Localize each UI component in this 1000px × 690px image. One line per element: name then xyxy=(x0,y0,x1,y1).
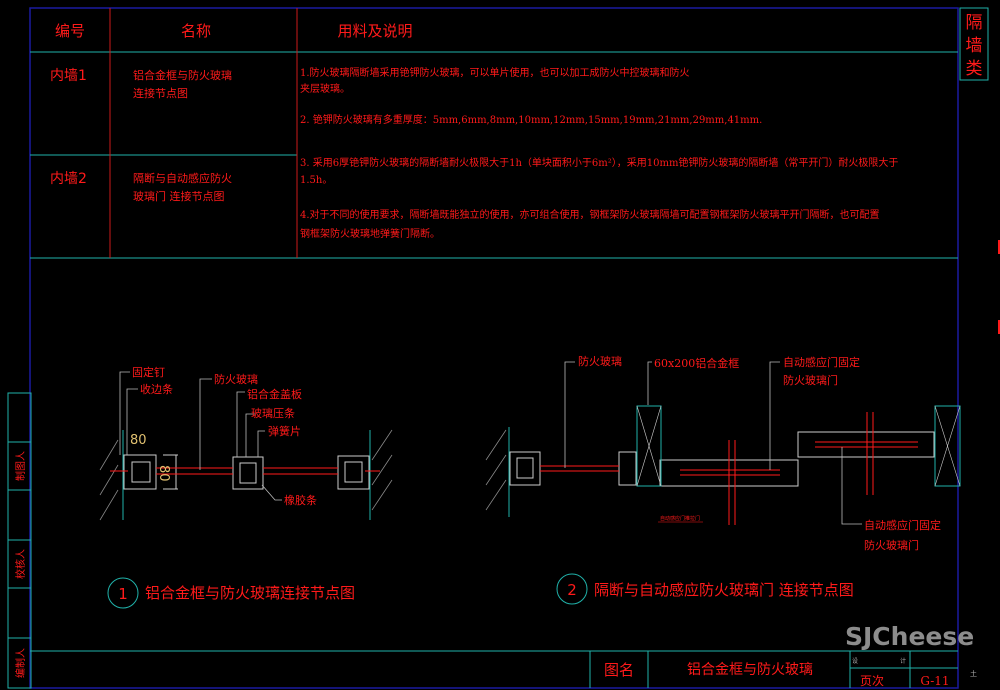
label-fixing-nail: 固定钉 xyxy=(132,365,165,379)
notes: 1.防火玻璃隔断墙采用铯钾防火玻璃，可以单片使用，也可以加工成防火中控玻璃和防火… xyxy=(300,66,898,240)
label-alu-cover: 铝合金盖板 xyxy=(247,387,302,401)
label-fire-glass-door: 防火玻璃门 xyxy=(783,373,838,387)
category-tab-text: 隔 墙 类 xyxy=(966,13,983,79)
sidebar-checker: 校核人 xyxy=(14,549,27,579)
svg-text:夹层玻璃。: 夹层玻璃。 xyxy=(300,82,350,95)
label-fire-glass-door-2: 防火玻璃门 xyxy=(864,538,919,552)
label-fire-glass: 防火玻璃 xyxy=(214,372,258,386)
row-1-name: 连接节点图 xyxy=(133,87,188,100)
sidebar-compiler: 编制人 xyxy=(14,648,27,678)
detail-2-number: 2 xyxy=(567,581,577,599)
category-tab xyxy=(959,7,989,81)
row-2-name: 隔断与自动感应防火 xyxy=(133,171,232,185)
label-auto-door-fixed: 自动感应门固定 xyxy=(783,355,860,369)
dimension-80-vertical: 80 xyxy=(156,465,171,482)
header-desc: 用料及说明 xyxy=(337,22,412,40)
label-glass-bead: 玻璃压条 xyxy=(251,406,295,420)
label-fire-glass-2: 防火玻璃 xyxy=(578,354,622,368)
label-rubber-strip: 橡胶条 xyxy=(284,493,317,507)
row-2-name: 玻璃门 连接节点图 xyxy=(133,189,225,203)
spec-table-grid xyxy=(30,51,958,259)
svg-text:墙: 墙 xyxy=(966,36,983,56)
detail-1-title: 铝合金框与防火玻璃连接节点图 xyxy=(145,584,355,602)
header-no: 编号 xyxy=(55,22,85,40)
title-block xyxy=(30,650,958,688)
row-2-id: 内墙2 xyxy=(50,171,87,187)
sidebar-drafter: 制图人 xyxy=(14,451,27,481)
title-block-drawing-name: 铝合金框与防火玻璃 xyxy=(687,661,813,678)
title-block-extra: 土 xyxy=(970,669,977,678)
title-block-page-no: G-11 xyxy=(920,674,949,688)
svg-text:1.防火玻璃隔断墙采用铯钾防火玻璃，可以单片使用，也可以加工: 1.防火玻璃隔断墙采用铯钾防火玻璃，可以单片使用，也可以加工成防火中控玻璃和防火 xyxy=(300,66,690,79)
label-spring: 弹簧片 xyxy=(268,424,301,438)
title-block-page-label: 页次 xyxy=(860,674,884,688)
row-1-name: 铝合金框与防火玻璃 xyxy=(133,68,232,82)
row-1-id: 内墙1 xyxy=(50,68,87,84)
watermark: SJCheese xyxy=(845,622,974,651)
svg-text:1.5h。: 1.5h。 xyxy=(300,175,332,186)
svg-text:4.对于不同的使用要求，隔断墙既能独立的使用，亦可组合使用，: 4.对于不同的使用要求，隔断墙既能独立的使用，亦可组合使用，钢框架防火玻璃隔墙可… xyxy=(300,208,880,221)
detail-1-number: 1 xyxy=(118,585,128,603)
svg-text:钢框架防火玻璃地弹簧门隔断。: 钢框架防火玻璃地弹簧门隔断。 xyxy=(300,227,440,240)
svg-text:类: 类 xyxy=(966,59,983,79)
label-alu-frame: 60x200铝合金框 xyxy=(654,356,739,370)
sidebar-signature-boxes xyxy=(7,392,32,689)
title-block-design-small2: 计 xyxy=(900,657,906,665)
table-column-lines xyxy=(109,8,298,258)
svg-text:2. 铯钾防火玻璃有多重厚度：5mm,6mm,8mm,10m: 2. 铯钾防火玻璃有多重厚度：5mm,6mm,8mm,10mm,12mm,15m… xyxy=(300,113,762,126)
right-edge-marks xyxy=(998,240,1000,334)
detail-2-title: 隔断与自动感应防火玻璃门 连接节点图 xyxy=(594,581,854,599)
detail-2-number-circle xyxy=(556,573,588,605)
label-sliding-door-small: 自动感应门推拉门 xyxy=(660,515,700,522)
label-edge-strip: 收边条 xyxy=(140,382,173,396)
svg-text:隔: 隔 xyxy=(966,13,983,33)
detail-2-drawing: 防火玻璃 60x200铝合金框 自动感应门固定 防火玻璃门 自动感应门固定 防火… xyxy=(485,354,961,552)
header-name: 名称 xyxy=(181,22,211,40)
detail-1-drawing: 80 80 固定钉 收边条 防火玻璃 铝合金盖板 玻璃压条 弹簧片 橡胶条 xyxy=(99,365,393,521)
label-auto-door-fixed-2: 自动感应门固定 xyxy=(864,518,941,532)
title-block-name-label: 图名 xyxy=(604,661,634,679)
detail-1-number-circle xyxy=(107,577,139,609)
drawing-border xyxy=(29,7,959,689)
dimension-80-horizontal: 80 xyxy=(130,433,147,448)
svg-text:3. 采用6厚铯钾防火玻璃的隔断墙耐火极限大于1h（单块面积: 3. 采用6厚铯钾防火玻璃的隔断墙耐火极限大于1h（单块面积小于6m²），采用1… xyxy=(300,156,898,169)
title-block-design-small: 设 xyxy=(852,657,858,665)
